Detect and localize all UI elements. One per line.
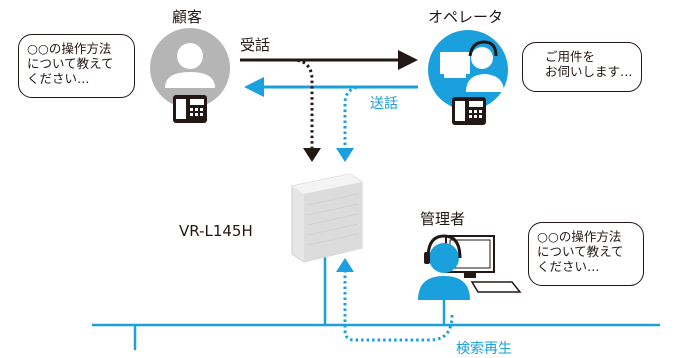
search-playback-label: 検索再生 <box>456 341 512 357</box>
customer-label: 顧客 <box>172 8 203 26</box>
operator-phone-icon <box>452 97 486 125</box>
customer-avatar-icon <box>150 28 230 108</box>
customer-speech-bubble: ○○の操作方法 について教えて ください… <box>18 34 135 98</box>
operator-speech-bubble: ご用件を お伺いします… <box>522 42 642 92</box>
recording-dotted-blue <box>336 85 363 162</box>
device-model-label: VR-L145H <box>179 222 253 240</box>
search-playback-path <box>336 258 454 342</box>
admin-label: 管理者 <box>420 210 466 228</box>
customer-phone-icon <box>173 95 207 123</box>
operator-label: オペレータ <box>428 8 504 26</box>
network-lines <box>92 255 660 350</box>
send-arrow <box>244 77 418 97</box>
recorder-device-icon <box>291 173 363 263</box>
operator-avatar-icon <box>428 30 508 110</box>
receive-label: 受話 <box>240 36 271 54</box>
admin-speech-bubble: ○○の操作方法 について教えて ください… <box>528 222 644 286</box>
admin-person-icon <box>418 234 470 300</box>
recording-dotted-black <box>291 58 321 162</box>
receive-arrow <box>240 50 418 70</box>
admin-computer-icon <box>445 235 522 293</box>
send-label: 送話 <box>370 96 398 112</box>
